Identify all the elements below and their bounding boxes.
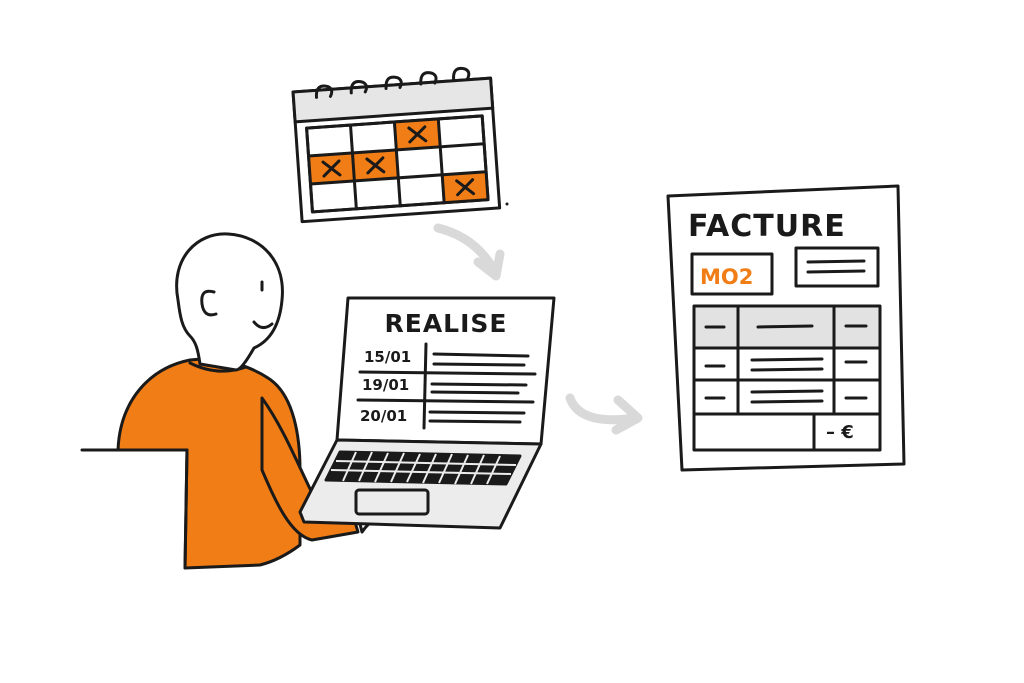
- calendar-rings: [314, 66, 471, 99]
- invoice-code-box: [690, 252, 774, 296]
- person-smile: [252, 320, 274, 329]
- calendar-grid: [305, 114, 490, 214]
- laptop-keyboard: [324, 450, 522, 486]
- person-ear: [200, 289, 218, 317]
- laptop-entry-date: 15/01: [364, 348, 411, 366]
- calendar-x-marks: [321, 125, 476, 197]
- invoice: FACTURE MO2: [666, 184, 906, 472]
- laptop: REALISE 15/01 19/01 20/01: [298, 296, 556, 530]
- laptop-screen-title: REALISE: [385, 309, 508, 338]
- person-torso: [116, 357, 302, 570]
- arrow-calendar-to-laptop-icon: [433, 223, 505, 281]
- arrow-laptop-to-invoice-icon: [565, 393, 643, 435]
- ink-dot: [505, 202, 509, 206]
- invoice-total: – €: [826, 422, 854, 443]
- calendar-header: [291, 76, 495, 124]
- invoice-title: FACTURE: [688, 209, 846, 244]
- laptop-touchpad: [354, 488, 430, 516]
- invoice-table: – €: [692, 304, 882, 452]
- laptop-table-divider: [422, 342, 428, 430]
- invoice-code: MO2: [700, 265, 753, 289]
- person-head: [175, 232, 284, 372]
- calendar: [291, 66, 502, 224]
- person: [80, 232, 426, 570]
- laptop-entry-date: 19/01: [362, 376, 409, 394]
- laptop-entry-lines: [428, 352, 530, 424]
- laptop-entry-date: 20/01: [360, 407, 407, 425]
- invoice-address-box: [794, 246, 880, 288]
